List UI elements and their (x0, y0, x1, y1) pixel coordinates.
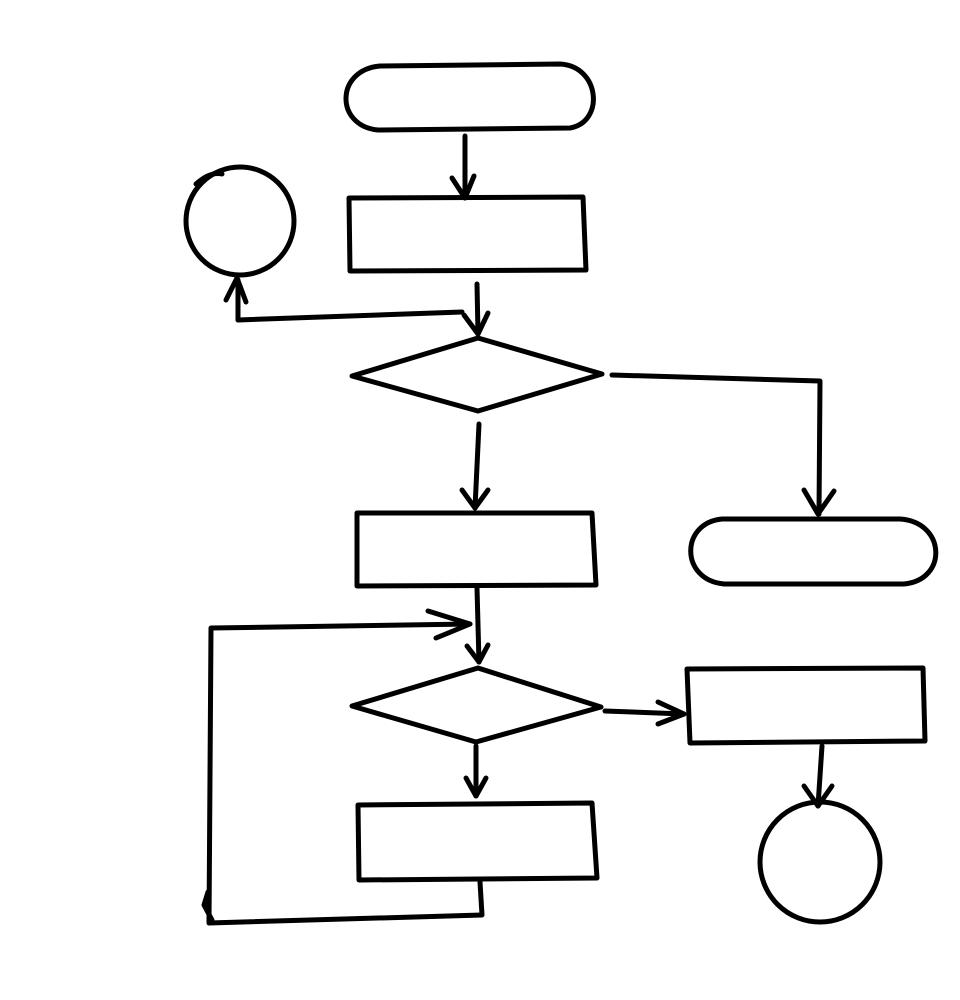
process-1 (346, 194, 589, 274)
end-terminal-right (688, 516, 939, 587)
arrow-loop-back (201, 608, 485, 926)
connector-left (183, 164, 297, 278)
decision-2 (349, 665, 604, 745)
arrow-to-connector-left (223, 275, 465, 323)
process-right (684, 665, 928, 746)
arrow-decision-1-to-process-2 (459, 421, 491, 511)
arrow-process-2-to-decision-2 (464, 585, 491, 665)
arrow-process-1-to-decision-1 (461, 281, 491, 337)
arrow-decision-2-to-process-3 (463, 743, 489, 799)
process-3 (355, 800, 600, 883)
start-terminal (343, 61, 596, 133)
arrow-decision-1-to-end-terminal (609, 372, 837, 517)
arrow-decision-2-to-process-right (602, 699, 687, 727)
process-2 (354, 510, 599, 589)
arrow-start-to-process-1 (449, 133, 477, 201)
arrow-process-right-to-connector (801, 743, 835, 809)
connector-bottom-right (757, 799, 883, 925)
decision-1 (349, 335, 605, 414)
